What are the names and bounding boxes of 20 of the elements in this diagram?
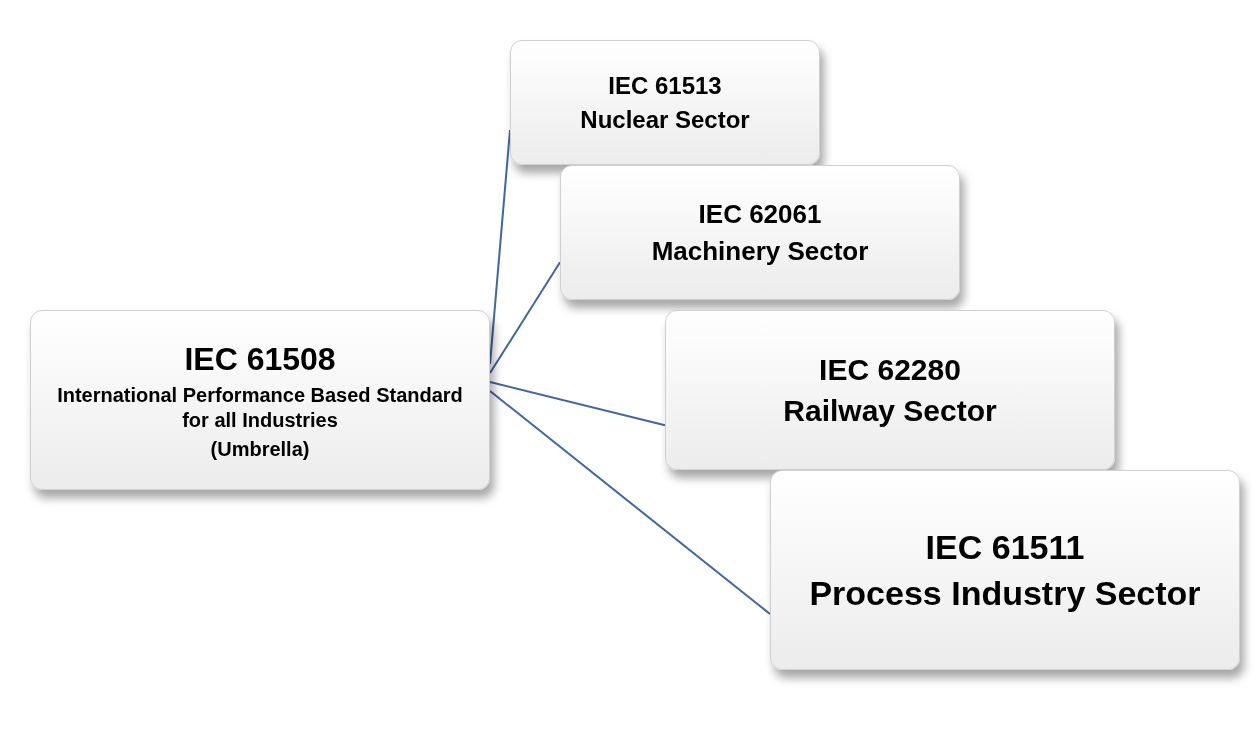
standard-box: [510, 40, 820, 165]
standard-box: [30, 310, 490, 490]
standard-number: IEC 62280: [819, 351, 961, 388]
standard-number: IEC 62061: [698, 198, 822, 231]
standard-description: (Umbrella): [210, 436, 310, 462]
standard-box: [770, 470, 1240, 670]
connector-line: [489, 390, 771, 615]
connector-line: [489, 381, 666, 427]
standard-box: [665, 310, 1115, 470]
standard-description: International Performance Based Standard for all Industries: [56, 382, 464, 433]
standard-description: Nuclear Sector: [580, 104, 750, 135]
standard-description: Process Industry Sector: [809, 573, 1201, 614]
standard-box: [560, 165, 960, 300]
standard-description: Machinery Sector: [651, 234, 869, 267]
standard-number: IEC 61513: [608, 70, 722, 101]
standard-number: IEC 61508: [184, 339, 336, 379]
connector-line: [489, 261, 561, 374]
standard-number: IEC 61511: [925, 526, 1085, 568]
standard-description: Railway Sector: [783, 393, 997, 429]
connector-line: [489, 129, 511, 365]
